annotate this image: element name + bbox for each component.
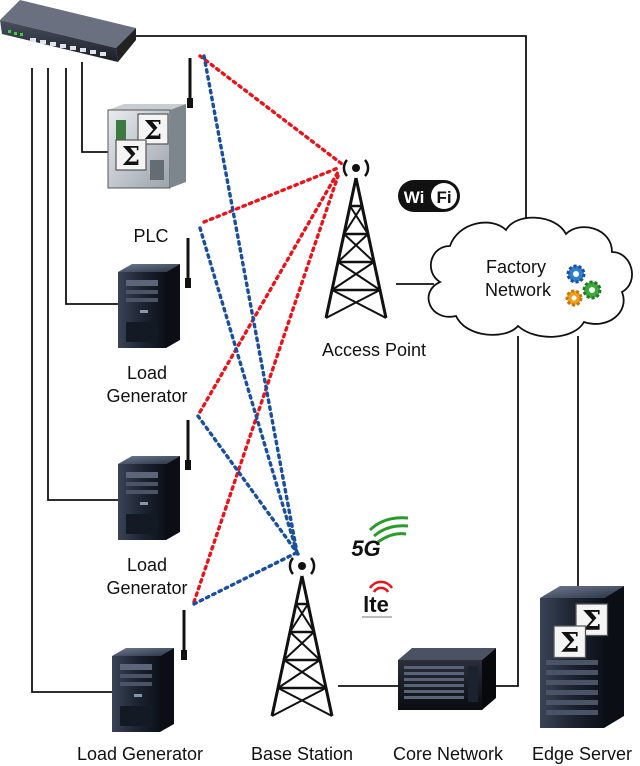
gears-icon — [565, 264, 602, 307]
load-generator-3-label: Load Generator — [77, 744, 203, 764]
wifi-link-loadgen-1 — [202, 166, 340, 224]
wire-switch-to-factory-network — [130, 35, 527, 236]
cloud-icon — [427, 216, 633, 338]
server-tower-icon — [118, 456, 180, 540]
wifi-links — [192, 54, 344, 604]
ethernet-switch-icon — [0, 0, 136, 62]
sigma-icon — [115, 139, 147, 173]
wire-switch-to-loadgen-2 — [47, 68, 118, 501]
server-tower-icon — [540, 586, 624, 728]
base-station-label: Base Station — [251, 744, 353, 764]
cell-link-plc — [202, 54, 300, 560]
lte-logo-text: lte — [363, 592, 389, 617]
cell-link-loadgen-1 — [198, 226, 300, 558]
wifi-link-plc — [198, 54, 344, 166]
radio-tower-icon — [270, 556, 334, 718]
load-generator-2 — [118, 418, 193, 540]
antenna-icon — [185, 56, 195, 110]
edge-server — [540, 586, 624, 728]
load-generator-3 — [112, 608, 189, 732]
plc-device — [107, 56, 195, 189]
lte-logo-icon: lte — [362, 580, 394, 618]
sigma-icon — [553, 625, 587, 660]
core-network-label: Core Network — [393, 744, 504, 764]
wifi-link-loadgen-2 — [198, 170, 340, 414]
server-tower-icon — [112, 648, 174, 732]
antenna-icon — [183, 418, 193, 472]
rack-server-icon — [398, 648, 496, 710]
antenna-icon — [179, 608, 189, 662]
antenna-icon — [183, 236, 193, 290]
factory-network-label-line2: Network — [485, 280, 552, 300]
cellular-links — [192, 54, 300, 606]
wire-switch-to-loadgen-3 — [31, 68, 118, 693]
plc-label: PLC — [133, 226, 168, 246]
load-generator-2-label-line2: Generator — [106, 578, 187, 598]
wire-switch-to-loadgen-1 — [65, 68, 118, 305]
wifi-logo-left-text: Wi — [404, 188, 425, 207]
wifi-logo-right-text: Fi — [436, 188, 451, 207]
load-generator-2-label-line1: Load — [127, 555, 167, 575]
edge-server-label: Edge Server — [532, 744, 632, 764]
factory-network-label-line1: Factory — [486, 257, 546, 277]
access-point-label: Access Point — [322, 340, 426, 360]
wire-switch-to-plc — [81, 62, 108, 153]
load-generator-1 — [118, 236, 193, 348]
base-station — [270, 556, 334, 718]
fiveg-logo-text: 5G — [351, 536, 380, 561]
wire-factory-to-core-network — [496, 336, 519, 687]
server-tower-icon — [118, 264, 180, 348]
wifi-logo-icon: Wi Fi — [398, 180, 460, 212]
fiveg-logo-icon: 5G — [351, 516, 409, 561]
wired-links — [31, 35, 579, 693]
load-generator-1-label-line1: Load — [127, 363, 167, 383]
cell-link-loadgen-2 — [196, 414, 300, 556]
load-generator-1-label-line2: Generator — [106, 386, 187, 406]
cell-link-loadgen-3 — [192, 550, 300, 606]
